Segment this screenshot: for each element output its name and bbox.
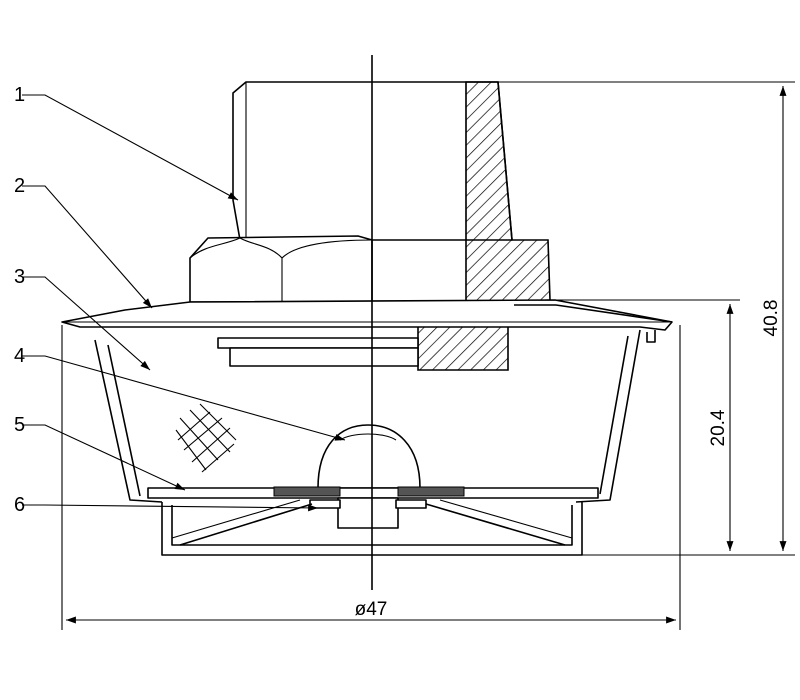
dome	[317, 424, 421, 489]
outer-body	[94, 329, 656, 503]
body-height-label: 20.4	[708, 409, 729, 446]
part-label-6: 6	[14, 494, 25, 516]
part-label-4: 4	[14, 345, 25, 367]
part-label-1: 1	[14, 84, 25, 106]
total-height-label: 40.8	[761, 300, 782, 337]
hex-nut	[189, 235, 373, 303]
base-plate	[147, 486, 599, 499]
lid-flange	[217, 337, 419, 367]
mesh-symbol	[175, 403, 237, 473]
part-labels: 1 2 3 4 5 6	[14, 84, 25, 516]
diameter-dimension: ø47	[66, 599, 676, 624]
part-label-3: 3	[14, 266, 25, 288]
part-label-2: 2	[14, 175, 25, 197]
total-height-dimension: 40.8	[761, 86, 787, 551]
lid-plate	[61, 299, 673, 331]
body-height-dimension: 20.4	[708, 304, 734, 551]
part-label-5: 5	[14, 414, 25, 436]
extension-lines	[61, 81, 795, 630]
bottom-fitting	[309, 497, 427, 529]
diameter-label: ø47	[355, 599, 388, 620]
leader-lines	[22, 94, 346, 512]
